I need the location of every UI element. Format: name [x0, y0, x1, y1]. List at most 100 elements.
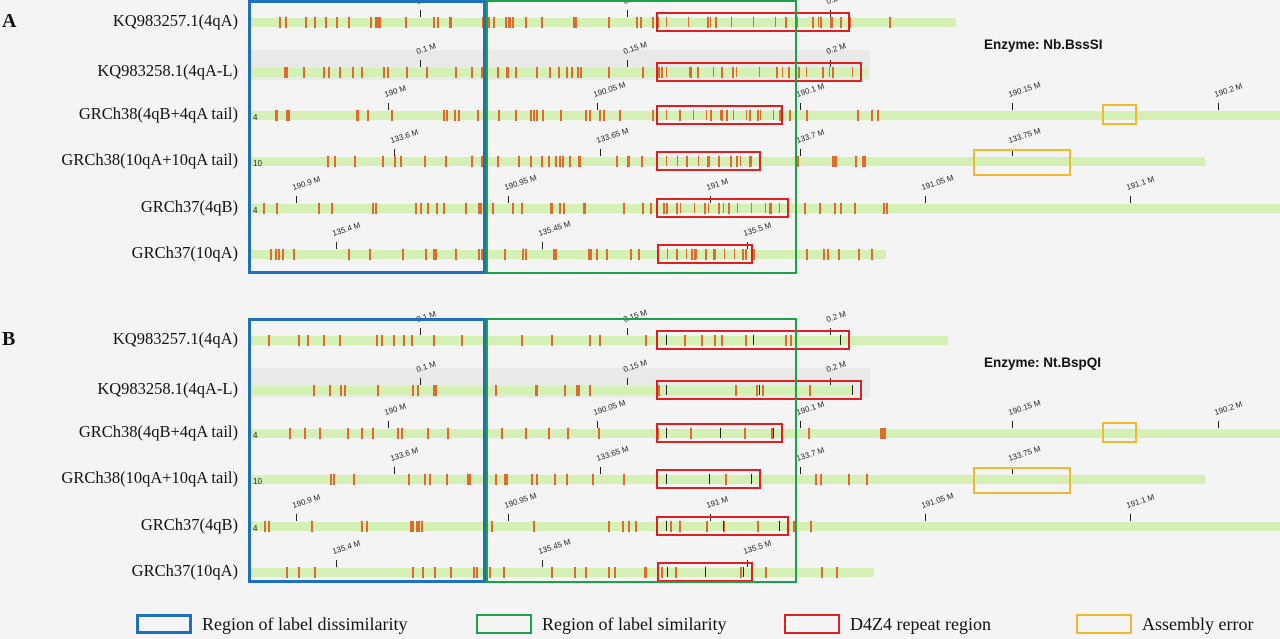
repeat-mark	[713, 67, 714, 77]
label-mark	[465, 203, 467, 214]
label-mark	[471, 156, 473, 167]
scale-tick	[800, 149, 801, 156]
label-mark	[559, 156, 561, 167]
label-mark	[725, 474, 727, 485]
assembly-error-box	[973, 149, 1071, 176]
label-mark	[694, 249, 696, 260]
label-mark	[536, 67, 538, 78]
repeat-mark	[667, 249, 668, 259]
label-mark	[571, 67, 573, 78]
label-mark	[603, 110, 605, 121]
label-mark	[596, 249, 598, 260]
repeat-mark	[773, 428, 774, 438]
label-mark	[578, 385, 580, 396]
label-mark	[697, 67, 699, 78]
legend-swatch-green	[476, 614, 532, 634]
scale-tick	[1218, 103, 1219, 110]
label-mark	[628, 521, 630, 532]
scale-tick-label: 191.1 M	[1125, 492, 1156, 510]
scale-tick	[1218, 421, 1219, 428]
label-mark	[658, 385, 660, 396]
label-mark	[420, 203, 422, 214]
label-mark	[411, 335, 413, 346]
label-mark	[838, 249, 840, 260]
label-mark	[339, 67, 341, 78]
label-mark	[640, 17, 642, 28]
repeat-mark	[710, 17, 711, 27]
label-mark	[504, 249, 506, 260]
label-mark	[330, 474, 332, 485]
repeat-mark	[782, 67, 783, 77]
label-mark	[375, 203, 377, 214]
label-mark	[443, 203, 445, 214]
label-mark	[402, 249, 404, 260]
label-mark	[663, 203, 665, 214]
label-mark	[635, 521, 637, 532]
label-mark	[328, 67, 330, 78]
label-mark	[555, 249, 557, 260]
label-mark	[849, 17, 851, 28]
label-mark	[809, 385, 811, 396]
repeat-mark	[852, 67, 853, 77]
label-mark	[391, 110, 393, 121]
label-mark	[498, 110, 500, 121]
label-mark	[286, 110, 288, 121]
label-mark	[427, 428, 429, 439]
label-mark	[666, 203, 668, 214]
scale-tick	[296, 196, 297, 203]
repeat-mark	[666, 474, 667, 484]
label-mark	[418, 521, 420, 532]
label-mark	[525, 17, 527, 28]
scale-tick-label: 190.1 M	[795, 399, 826, 417]
label-mark	[616, 156, 618, 167]
label-mark	[549, 67, 551, 78]
repeat-mark	[720, 428, 721, 438]
d4z4-region-box	[657, 244, 753, 264]
label-mark	[480, 203, 482, 214]
label-mark	[515, 67, 517, 78]
label-mark	[679, 110, 681, 121]
repeat-mark	[666, 428, 667, 438]
label-mark	[548, 428, 550, 439]
label-mark	[497, 156, 499, 167]
label-mark	[580, 67, 582, 78]
repeat-mark	[818, 17, 819, 27]
label-mark	[623, 203, 625, 214]
label-mark	[522, 249, 524, 260]
label-mark	[521, 203, 523, 214]
repeat-mark	[740, 156, 741, 166]
label-mark	[379, 17, 381, 28]
label-mark	[608, 521, 610, 532]
label-mark	[285, 17, 287, 28]
label-mark	[340, 385, 342, 396]
legend-label: D4Z4 repeat region	[850, 613, 991, 634]
label-mark	[835, 156, 837, 167]
label-mark	[789, 110, 791, 121]
label-mark	[871, 249, 873, 260]
label-mark	[455, 67, 457, 78]
label-mark	[715, 17, 717, 28]
label-mark	[779, 110, 781, 121]
label-mark	[478, 203, 480, 214]
label-mark	[415, 203, 417, 214]
label-mark	[293, 249, 295, 260]
label-mark	[745, 249, 747, 260]
repeat-mark	[666, 110, 667, 120]
repeat-mark	[736, 67, 737, 77]
repeat-mark	[773, 110, 774, 120]
label-mark	[275, 249, 277, 260]
label-mark	[832, 156, 834, 167]
repeat-mark	[719, 156, 720, 166]
map-track	[250, 157, 1205, 166]
label-mark	[436, 203, 438, 214]
label-mark	[478, 249, 480, 260]
label-mark	[804, 203, 806, 214]
label-mark	[424, 474, 426, 485]
label-mark	[424, 156, 426, 167]
repeat-mark	[759, 67, 760, 77]
label-mark	[454, 110, 456, 121]
label-mark	[589, 110, 591, 121]
repeat-mark	[751, 203, 752, 213]
legend-swatch-blue	[136, 614, 192, 634]
label-mark	[848, 474, 850, 485]
